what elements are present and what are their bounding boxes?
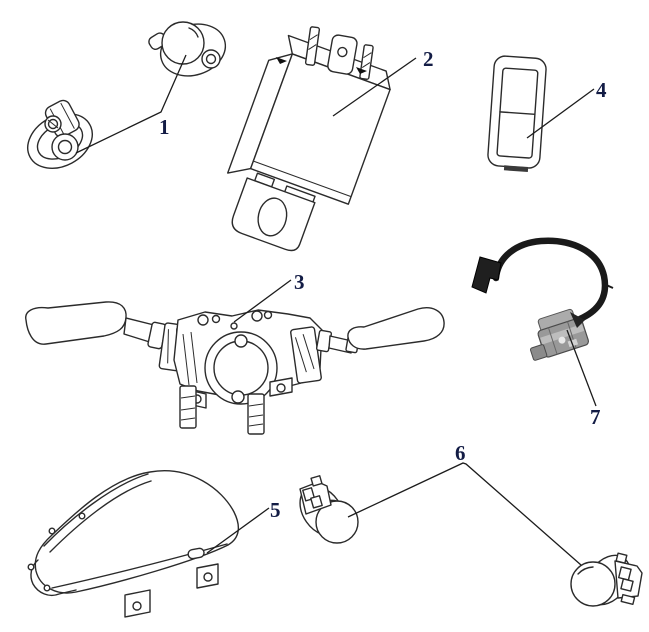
callout-labels: 1 2 3 4 5 6 7 bbox=[159, 47, 607, 522]
leader-lines bbox=[75, 54, 597, 566]
ignition-key-illustration bbox=[27, 21, 227, 169]
callout-label-4: 4 bbox=[596, 78, 607, 102]
bulb-socket-left-illustration bbox=[299, 475, 359, 544]
callout-label-7: 7 bbox=[590, 405, 601, 429]
leader-line-6 bbox=[347, 462, 582, 566]
leader-line-5 bbox=[206, 507, 270, 554]
leader-line-1 bbox=[75, 54, 187, 154]
instrument-cluster-illustration bbox=[27, 470, 240, 618]
combination-switch-illustration bbox=[25, 301, 445, 435]
callout-label-6: 6 bbox=[455, 441, 466, 465]
bulb-socket-right-illustration bbox=[570, 552, 643, 607]
callout-label-2: 2 bbox=[423, 47, 434, 71]
callout-label-3: 3 bbox=[294, 270, 305, 294]
leader-line-3 bbox=[233, 279, 292, 323]
leader-line-2 bbox=[332, 57, 417, 117]
leader-line-7 bbox=[566, 329, 597, 407]
relay-illustration bbox=[227, 26, 391, 252]
leader-line-4 bbox=[526, 88, 595, 139]
callout-label-5: 5 bbox=[270, 498, 281, 522]
sensor-cable-illustration bbox=[471, 237, 614, 361]
callout-label-1: 1 bbox=[159, 115, 170, 139]
rocker-switch-illustration bbox=[487, 55, 547, 172]
